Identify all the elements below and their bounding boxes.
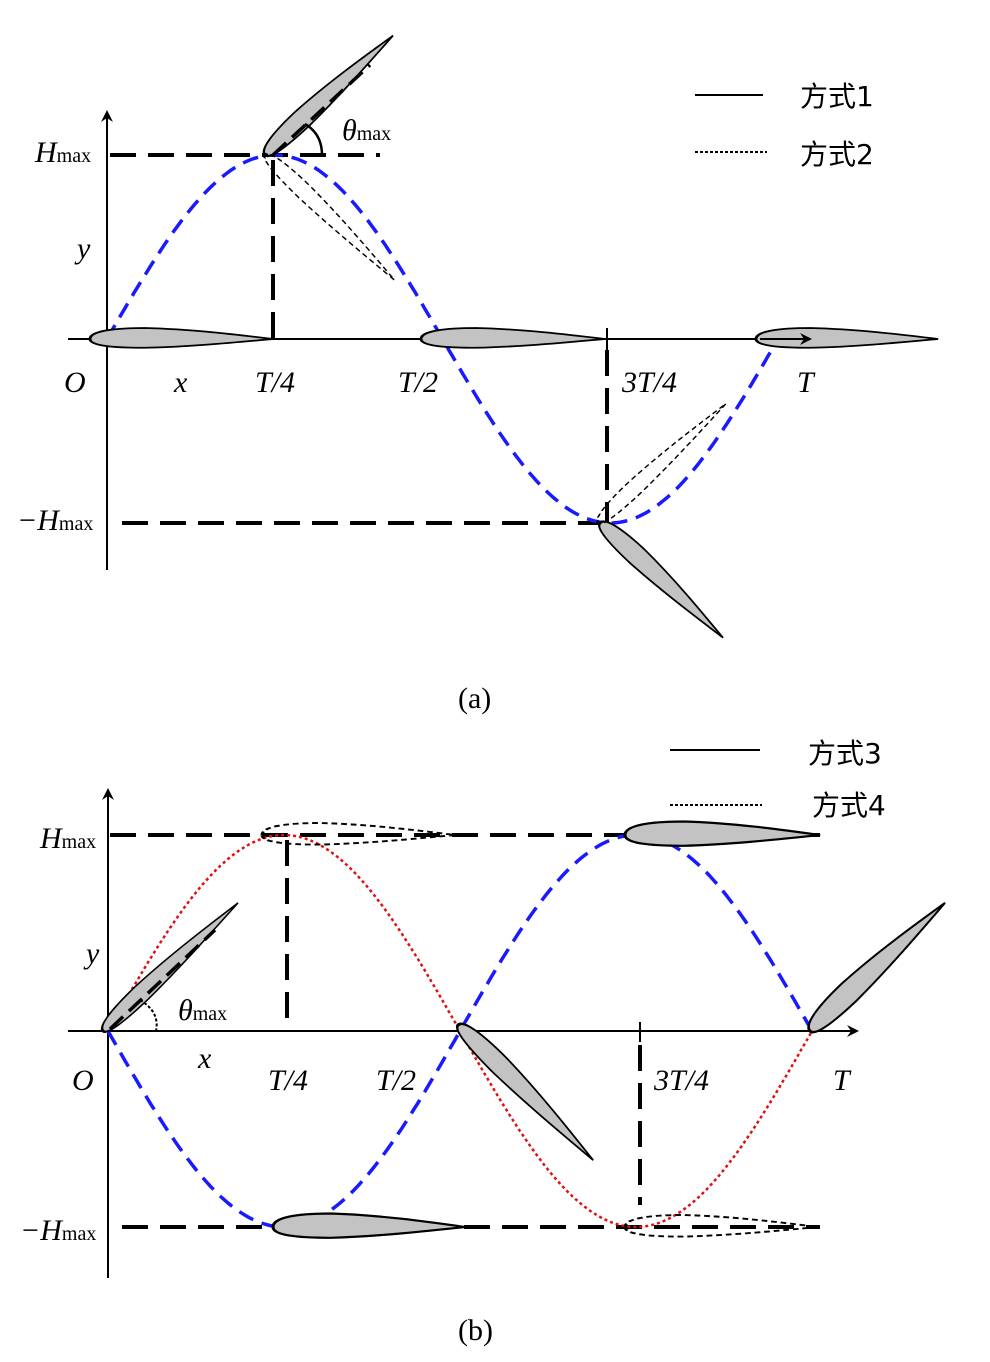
airfoil-dotted-top [258, 147, 402, 287]
x-label: x [173, 366, 188, 399]
legend-item-3: 方式3 [808, 737, 882, 770]
airfoil-dotted-bottom [590, 395, 733, 530]
legend-a: 方式1 方式2 [695, 80, 874, 171]
neg-hmax-label: −Hmax [20, 1214, 96, 1247]
theta-arc [304, 122, 324, 156]
theta-label: θmax [342, 114, 391, 147]
legend-item-1: 方式1 [800, 80, 874, 113]
airfoil-t [754, 326, 940, 350]
t-label: T [797, 366, 816, 399]
t4-label: T/4 [268, 1064, 308, 1097]
caption-b: (b) [458, 1314, 493, 1347]
airfoil-pitched-bottom [592, 513, 732, 646]
t34-label: 3T/4 [653, 1064, 709, 1097]
t2-label: T/2 [398, 366, 438, 399]
t2-label: T/2 [376, 1064, 416, 1097]
airfoil-pitched-middle [450, 1015, 603, 1168]
theta-label: θmax [178, 994, 227, 1027]
x-label: x [197, 1042, 212, 1075]
t-label: T [833, 1064, 852, 1097]
origin-label: O [64, 366, 86, 399]
airfoil-t2 [419, 326, 607, 350]
legend-b: 方式3 方式4 [670, 737, 886, 822]
trajectory-curve-red [106, 833, 814, 1229]
neg-hmax-label: −Hmax [17, 504, 93, 537]
chord-line [271, 63, 372, 157]
airfoil-top [623, 819, 822, 848]
airfoil-0 [88, 326, 275, 350]
hmax-label: Hmax [34, 136, 91, 169]
trajectory-curve-blue [106, 833, 814, 1229]
y-label: y [74, 232, 91, 265]
airfoil-pitched-right [800, 892, 954, 1040]
chord-line [108, 928, 217, 1031]
panel-b: Hmax −Hmax y O x T/4 T/2 3T/4 T θmax 方式3… [20, 737, 954, 1347]
t34-label: 3T/4 [621, 366, 677, 399]
t4-label: T/4 [255, 366, 295, 399]
caption-a: (a) [458, 682, 491, 715]
hmax-label: Hmax [39, 822, 96, 855]
airfoil-bottom [271, 1211, 467, 1240]
legend-item-4: 方式4 [812, 789, 886, 822]
y-label: y [83, 937, 100, 970]
panel-a: Hmax −Hmax y O x T/4 T/2 3T/4 T θmax 方式1… [17, 26, 940, 715]
origin-label: O [72, 1064, 94, 1097]
legend-item-2: 方式2 [800, 138, 874, 171]
